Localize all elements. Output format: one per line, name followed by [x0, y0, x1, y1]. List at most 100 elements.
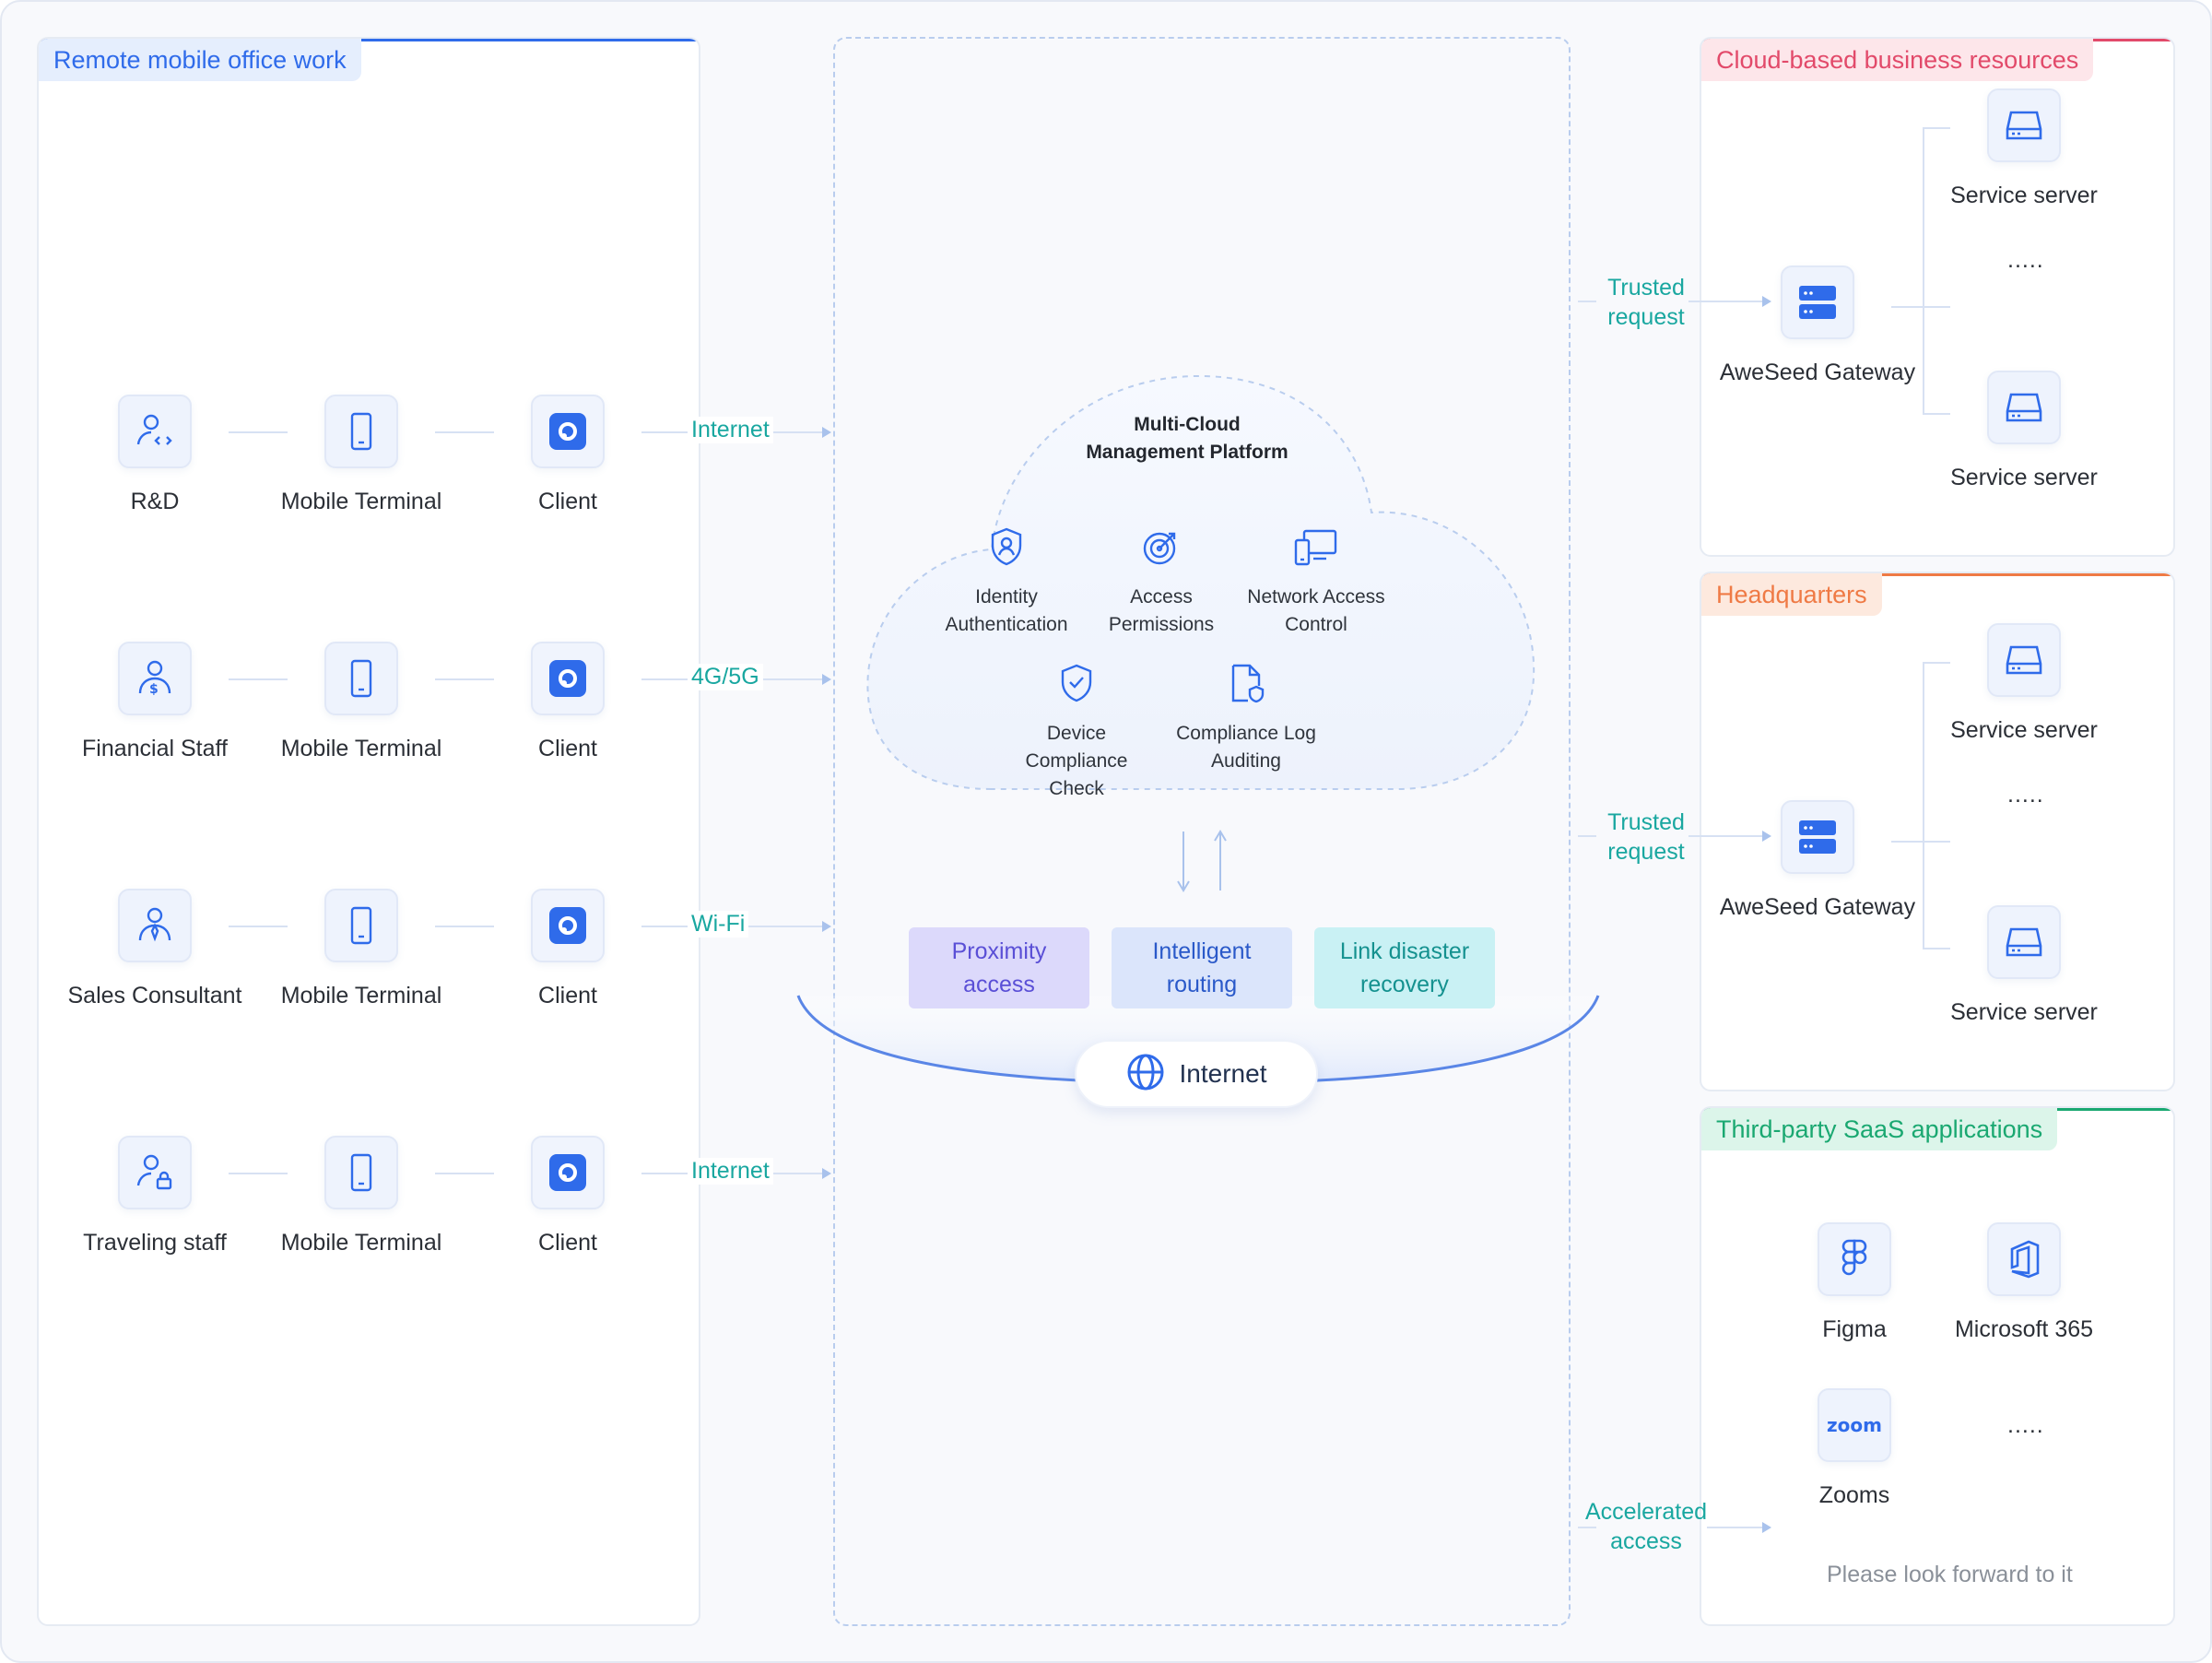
ellipsis: ..... — [2007, 1412, 2044, 1438]
ellipsis: ..... — [2007, 247, 2044, 273]
gateway-label: AweSeed Gateway — [1719, 360, 1916, 385]
resource-panel-title: Headquarters — [1701, 573, 1882, 616]
client-node-label: Client — [538, 983, 597, 1008]
service-button[interactable]: Proximity access — [909, 927, 1089, 1008]
platform-zone — [833, 37, 1571, 1626]
service-button[interactable]: Link disaster recovery — [1314, 927, 1495, 1008]
internet-pill: Internet — [1075, 1040, 1318, 1108]
arrow-head — [822, 921, 831, 932]
connector-line — [435, 678, 494, 680]
mobile-icon — [324, 395, 398, 468]
mobile-terminal-node[interactable]: Mobile Terminal — [260, 642, 463, 762]
tree-line — [1923, 127, 1924, 413]
remote-office-title: Remote mobile office work — [39, 39, 361, 81]
connector-line — [435, 926, 494, 927]
arrow-head — [822, 1168, 831, 1179]
client-node[interactable]: Client — [466, 1136, 669, 1256]
request-line — [1578, 835, 1596, 837]
request-line — [1707, 1527, 1764, 1528]
client-app-icon — [531, 642, 605, 715]
shield-user-icon — [985, 525, 1028, 572]
mobile-terminal-node[interactable]: Mobile Terminal — [260, 395, 463, 515]
client-node[interactable]: Client — [466, 642, 669, 762]
target-icon — [1140, 525, 1182, 572]
connector-line — [435, 1173, 494, 1174]
service-button[interactable]: Intelligent routing — [1112, 927, 1292, 1008]
service-server-label: Service server — [1950, 465, 2098, 490]
gateway-node[interactable]: AweSeed Gateway — [1716, 265, 1919, 386]
network-label: Internet — [688, 1158, 773, 1185]
saas-app-label: Zooms — [1818, 1482, 1890, 1508]
user-node[interactable]: $ Financial Staff — [53, 642, 256, 762]
tree-line — [1891, 841, 1950, 843]
shield-check-icon — [1055, 662, 1098, 709]
cloud-feature-label: Access Permissions — [1108, 586, 1215, 635]
connector-line — [229, 926, 288, 927]
resource-panel-title: Third-party SaaS applications — [1701, 1108, 2058, 1150]
gateway-label: AweSeed Gateway — [1719, 894, 1916, 920]
arrow-head — [822, 427, 831, 438]
cloud-feature-label: Network Access Control — [1247, 586, 1385, 635]
arrow-head — [1762, 1522, 1771, 1533]
network-label: Wi-Fi — [688, 911, 749, 938]
internet-label: Internet — [1179, 1059, 1267, 1088]
user-node-label: Sales Consultant — [67, 983, 242, 1008]
service-server-node[interactable]: Service server — [1923, 623, 2125, 744]
mobile-terminal-node-label: Mobile Terminal — [280, 736, 442, 761]
client-node[interactable]: Client — [466, 395, 669, 515]
service-server-node[interactable]: Service server — [1923, 905, 2125, 1026]
user-node[interactable]: Traveling staff — [53, 1136, 256, 1256]
client-app-icon — [531, 889, 605, 962]
tree-line — [1923, 413, 1950, 415]
mobile-terminal-node-label: Mobile Terminal — [280, 1230, 442, 1256]
user-node-label: Traveling staff — [83, 1230, 227, 1256]
request-label: Trusted request — [1607, 809, 1685, 865]
saas-app-node[interactable]: Figma — [1753, 1222, 1956, 1343]
tree-line — [1923, 127, 1950, 129]
mobile-terminal-node[interactable]: Mobile Terminal — [260, 889, 463, 1009]
cloud-feature: Device Compliance Check — [994, 662, 1159, 803]
client-app-icon — [531, 1136, 605, 1209]
service-server-node[interactable]: Service server — [1923, 88, 2125, 209]
resource-panel-title: Cloud-based business resources — [1701, 39, 2094, 81]
client-node[interactable]: Client — [466, 889, 669, 1009]
mobile-icon — [324, 1136, 398, 1209]
devices-icon — [1293, 525, 1339, 572]
svg-text:$: $ — [149, 682, 159, 697]
cloud-feature-label: Identity Authentication — [945, 586, 1068, 635]
service-server-node[interactable]: Service server — [1923, 371, 2125, 491]
service-server-label: Service server — [1950, 999, 2098, 1025]
request-line — [1578, 1527, 1596, 1528]
service-server-label: Service server — [1950, 717, 2098, 743]
user-node-label: Financial Staff — [82, 736, 228, 761]
mobile-terminal-node[interactable]: Mobile Terminal — [260, 1136, 463, 1256]
saas-app-node[interactable]: Microsoft 365 — [1923, 1222, 2125, 1343]
arrow-head — [1762, 831, 1771, 842]
ellipsis: ..... — [2007, 782, 2044, 808]
zoom-logo-text: zoom — [1827, 1414, 1882, 1436]
resource-panel: Cloud-based business resources — [1700, 37, 2175, 557]
request-label: Accelerated access — [1584, 1499, 1708, 1554]
panel-accent — [1701, 573, 2173, 576]
tree-line — [1923, 948, 1950, 949]
cloud-shape — [866, 374, 1535, 790]
connector-line — [229, 678, 288, 680]
resource-panel: Third-party SaaS applications — [1700, 1106, 2175, 1626]
user-node[interactable]: Sales Consultant — [53, 889, 256, 1009]
user-node-label: R&D — [130, 489, 180, 514]
cloud-feature: Network Access Control — [1233, 525, 1399, 639]
mobile-terminal-node-label: Mobile Terminal — [280, 983, 442, 1008]
client-app-icon — [531, 395, 605, 468]
connector-line — [229, 431, 288, 433]
user-node[interactable]: R&D — [53, 395, 256, 515]
request-line — [1578, 301, 1596, 302]
tree-line — [1923, 662, 1950, 664]
saas-app-label: Figma — [1822, 1316, 1887, 1342]
arrow-head — [822, 674, 831, 685]
gateway-node[interactable]: AweSeed Gateway — [1716, 800, 1919, 921]
client-node-label: Client — [538, 1230, 597, 1256]
network-label: Internet — [688, 417, 773, 443]
saas-app-label: Microsoft 365 — [1954, 1316, 2094, 1342]
cloud-title: Multi-Cloud Management Platform — [1086, 414, 1288, 463]
